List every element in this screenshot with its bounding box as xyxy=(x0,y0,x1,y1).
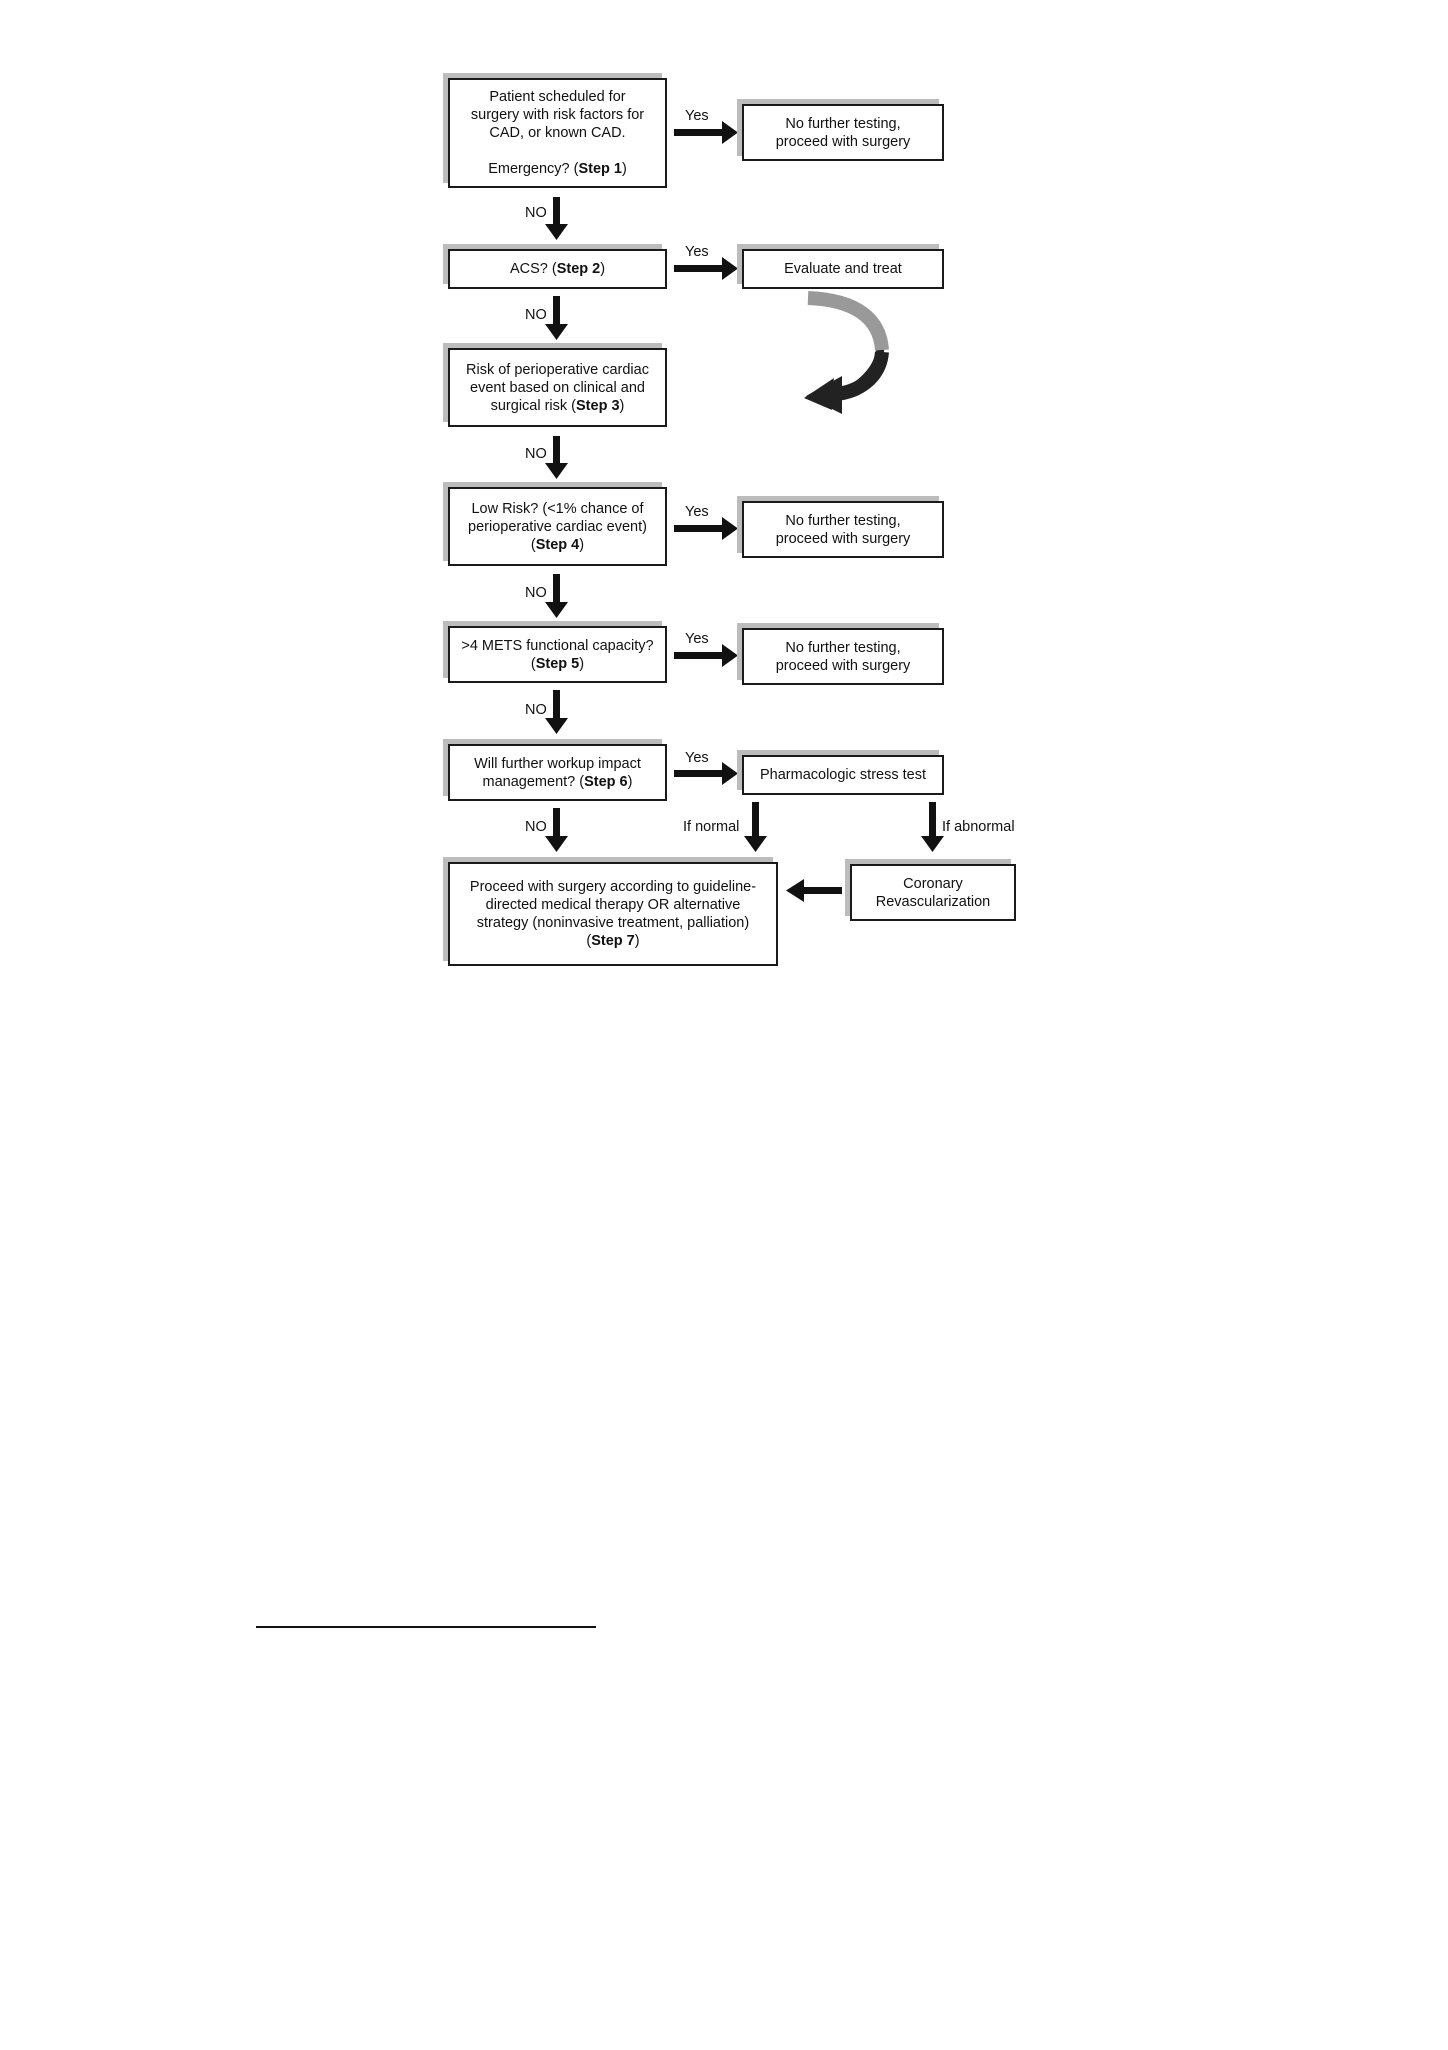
node-step5-line1: >4 METS functional capacity? xyxy=(461,637,654,654)
node-step1-yes-line1: No further testing, xyxy=(785,115,901,132)
node-step1-line3: CAD, or known CAD. xyxy=(489,125,626,141)
node-step3-line2: event based on clinical and xyxy=(470,379,645,396)
node-step5-yes-line2: proceed with surgery xyxy=(775,657,911,674)
yes-arrow-5 xyxy=(674,644,738,667)
node-step4: Low Risk? (<1% chance of perioperative c… xyxy=(448,487,667,566)
node-step7-line2: directed medical therapy OR alternative xyxy=(485,897,741,913)
node-step1-q-post: ) xyxy=(621,161,627,177)
node-step5: >4 METS functional capacity? (Step 5) xyxy=(448,626,667,683)
yes-arrow-4 xyxy=(674,517,738,540)
node-step3-line3-pre: surgical risk ( xyxy=(490,397,577,414)
yes-arrow-1 xyxy=(674,121,738,144)
footnote-divider xyxy=(256,1626,596,1628)
label-no-3: NO xyxy=(525,446,547,462)
node-step6-line2-pre: management? ( xyxy=(482,773,585,790)
node-step4-line2: perioperative cardiac event) xyxy=(468,518,647,535)
node-step1-yes-line2: proceed with surgery xyxy=(775,133,911,150)
node-step1: Patient scheduled for surgery with risk … xyxy=(448,78,667,188)
if-normal-arrow xyxy=(744,802,767,852)
down-arrow-1-2 xyxy=(545,197,568,240)
node-step3-line1: Risk of perioperative cardiac xyxy=(466,361,649,378)
node-step6-post: ) xyxy=(627,773,633,790)
node-step7-line4-pre: ( xyxy=(586,933,592,949)
node-step4-line3: (Step 4) xyxy=(468,536,647,554)
node-step7-line1: Proceed with surgery according to guidel… xyxy=(469,879,757,895)
node-step4-yes: No further testing, proceed with surgery xyxy=(742,501,944,558)
node-step2: ACS? (Step 2) xyxy=(448,249,667,289)
node-step1-yes: No further testing, proceed with surgery xyxy=(742,104,944,161)
label-no-1: NO xyxy=(525,205,547,221)
label-no-6: NO xyxy=(525,819,547,835)
node-step2-yes: Evaluate and treat xyxy=(742,249,944,289)
yes-arrow-6 xyxy=(674,762,738,785)
label-no-2: NO xyxy=(525,307,547,323)
node-step6-line1: Will further workup impact xyxy=(474,755,641,772)
node-step7: Proceed with surgery according to guidel… xyxy=(448,862,778,966)
node-step4-yes-line1: No further testing, xyxy=(785,512,901,529)
down-arrow-3-4 xyxy=(545,436,568,479)
node-step2-post: ) xyxy=(600,261,606,277)
node-step1-step: Step 1 xyxy=(578,161,622,177)
node-step6-step: Step 6 xyxy=(584,773,628,790)
label-no-5: NO xyxy=(525,702,547,718)
node-step7-step: Step 7 xyxy=(591,933,635,949)
node-step7-line3: strategy (noninvasive treatment, palliat… xyxy=(476,915,750,931)
node-stress-test-text: Pharmacologic stress test xyxy=(759,767,926,783)
node-step5-yes: No further testing, proceed with surgery xyxy=(742,628,944,685)
down-arrow-4-5 xyxy=(545,574,568,618)
revasc-to-step7-arrow xyxy=(786,879,842,902)
node-step2-yes-text: Evaluate and treat xyxy=(784,261,902,277)
node-step4-yes-line2: proceed with surgery xyxy=(775,530,911,547)
label-yes-6: Yes xyxy=(685,750,709,766)
node-step1-question: Emergency? (Step 1) xyxy=(471,160,644,178)
label-yes-4: Yes xyxy=(685,504,709,520)
label-no-4: NO xyxy=(525,585,547,601)
if-abnormal-arrow xyxy=(921,802,944,852)
node-step1-line2: surgery with risk factors for xyxy=(470,107,645,123)
node-step5-step: Step 5 xyxy=(535,655,580,672)
down-arrow-5-6 xyxy=(545,690,568,734)
node-step6-line2: management? (Step 6) xyxy=(474,773,641,791)
node-step4-line1: Low Risk? (<1% chance of xyxy=(471,500,644,517)
node-step2-pre: ACS? ( xyxy=(509,261,557,277)
node-revascularization: Coronary Revascularization xyxy=(850,864,1016,921)
node-revasc-line2: Revascularization xyxy=(875,893,991,910)
node-step3: Risk of perioperative cardiac event base… xyxy=(448,348,667,427)
down-arrow-6-7 xyxy=(545,808,568,852)
node-step1-q-pre: Emergency? ( xyxy=(488,161,579,177)
label-if-normal: If normal xyxy=(683,819,740,835)
node-stress-test: Pharmacologic stress test xyxy=(742,755,944,795)
node-step5-post: ) xyxy=(579,655,585,672)
node-step4-post: ) xyxy=(579,536,585,553)
node-step2-step: Step 2 xyxy=(556,261,601,277)
curved-return-arrow xyxy=(804,291,889,414)
yes-arrow-2 xyxy=(674,257,738,280)
down-arrow-2-3 xyxy=(545,296,568,340)
node-step7-post: ) xyxy=(634,933,640,949)
label-yes-2: Yes xyxy=(685,244,709,260)
label-yes-5: Yes xyxy=(685,631,709,647)
node-step5-yes-line1: No further testing, xyxy=(785,639,901,656)
node-step4-line3-pre: ( xyxy=(530,536,536,553)
node-step6: Will further workup impact management? (… xyxy=(448,744,667,801)
node-step3-step: Step 3 xyxy=(576,397,620,414)
node-step3-post: ) xyxy=(619,397,625,414)
node-step5-line2-pre: ( xyxy=(530,655,536,672)
node-step4-step: Step 4 xyxy=(535,536,580,553)
node-step7-line4: (Step 7) xyxy=(470,932,756,950)
node-step1-line1: Patient scheduled for xyxy=(489,89,626,105)
label-if-abnormal: If abnormal xyxy=(942,819,1015,835)
label-yes-1: Yes xyxy=(685,108,709,124)
node-step3-line3: surgical risk (Step 3) xyxy=(466,397,649,415)
node-revasc-line1: Coronary xyxy=(903,875,963,892)
node-step5-line2: (Step 5) xyxy=(461,655,653,673)
